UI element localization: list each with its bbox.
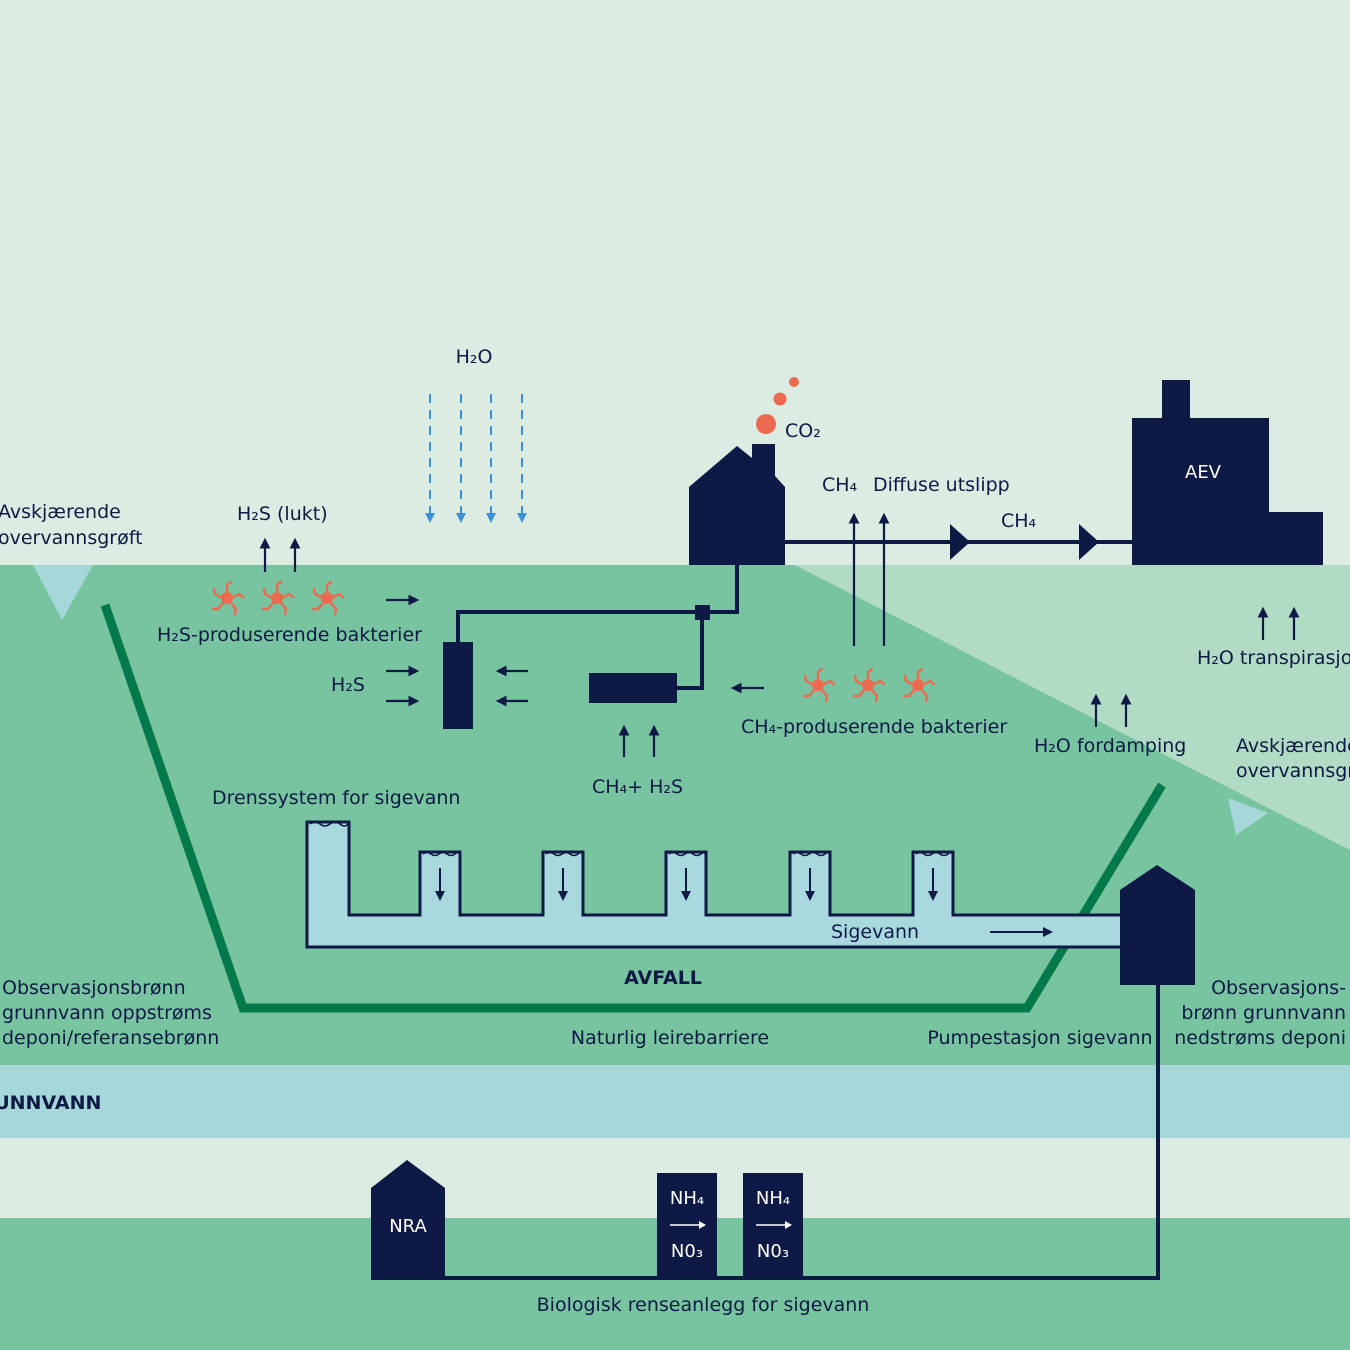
nra-building-icon [371,1160,445,1280]
rain-drop-arrow-icons [425,394,527,523]
nh4-label-1: NH₄ [670,1188,704,1209]
h2s-bacteria-label: H₂S-produserende bakterier [157,624,422,646]
obs-left-label-line2: grunnvann oppstrøms [2,1002,212,1024]
groundwater-label: GRUNNVANN [0,1092,101,1114]
evaporation-label: H₂O fordamping [1034,735,1186,757]
waste-label: AVFALL [624,967,702,989]
aev-building-icon [1132,380,1323,565]
drainage-wave-icons [309,821,953,857]
co2-bubble-icon [789,377,799,387]
left-ditch [33,565,93,620]
pipe-junction [695,605,710,620]
nitrification-tank-1 [657,1173,717,1280]
no3-label-1: N0₃ [671,1241,703,1262]
h2s-side-label: H₂S [331,674,365,696]
aev-label: AEV [1185,462,1222,483]
drainage-down-arrow-icons [435,868,938,901]
obs-right-label-line1: Observasjons- [1211,977,1346,999]
pipe-flow-arrow-icon [1079,524,1099,560]
nitrification-arrowhead-icon [699,1221,706,1229]
co2-bubble-icon [773,392,787,406]
drainage-label: Drenssystem for sigevann [212,787,460,809]
arrow-icons [259,512,1300,757]
ch4-diffuse-label: CH₄ [822,474,858,496]
nitrification-arrowhead-icon [785,1221,792,1229]
right-ditch [1228,798,1268,835]
gas-collector-icon [589,673,677,703]
ch4-h2s-label: CH₄+ H₂S [592,776,683,798]
rain-label: H₂O [456,346,493,368]
no3-label-2: N0₃ [757,1241,789,1262]
groundwater-band [0,1065,1350,1138]
pump-station-icon [1120,865,1195,985]
obs-right-label-line3: nedstrøms deponi [1174,1027,1346,1049]
h2s-smell-label: H₂S (lukt) [237,503,328,525]
ditch-left-label-line2: overvannsgrøft [0,527,143,549]
co2-label: CO₂ [785,420,821,442]
obs-left-label-line1: Observasjonsbrønn [2,977,186,999]
ditch-right-label-line2: overvannsgrøft [1236,760,1350,782]
clay-barrier [100,603,1166,1013]
transpiration-label: H₂O transpirasjon [1197,647,1350,669]
ditch-left-label-line1: Avskjærende [0,501,121,523]
ch4-bacteria-label: CH₄-produserende bakterier [741,716,1007,738]
gas-pipe-riser [702,565,739,614]
obs-left-label-line3: deponi/referansebrønn [2,1027,219,1049]
slope-light [795,565,1350,850]
sky [0,0,1350,565]
ch4-pipe-label: CH₄ [1001,510,1037,532]
leachate-label: Sigevann [831,921,919,943]
pump-station-label: Pumpestasjon sigevann [927,1027,1152,1049]
clay-barrier-label: Naturlig leirebarriere [571,1027,769,1049]
treatment-label: Biologisk renseanlegg for sigevann [537,1294,870,1316]
nh4-label-2: NH₄ [756,1188,790,1209]
obs-right-label-line2: brønn grunnvann [1181,1002,1346,1024]
nitrification-tank-2 [743,1173,803,1280]
gas-plant-building-icon [689,444,785,565]
nra-label: NRA [389,1216,427,1237]
diffuse-emissions-label: Diffuse utslipp [873,474,1010,496]
gas-well-icon [443,642,473,729]
co2-bubble-icon [756,414,776,434]
ditch-right-label-line1: Avskjærende [1236,735,1350,757]
pipe-flow-arrow-icon [950,524,970,560]
